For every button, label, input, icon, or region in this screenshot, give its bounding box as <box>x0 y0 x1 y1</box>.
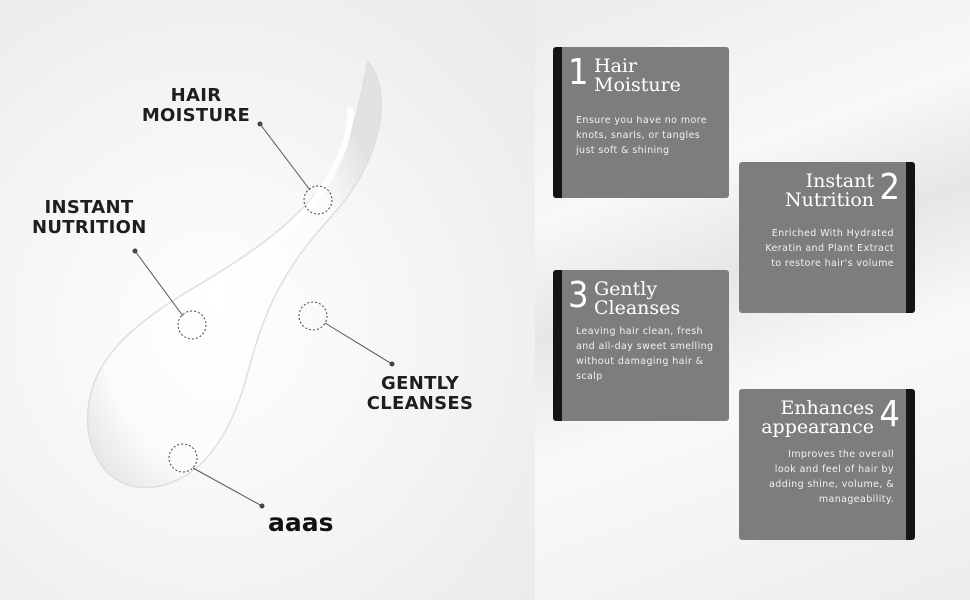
card-title-line: Cleanses <box>594 297 681 319</box>
card-number: 3 <box>568 275 589 316</box>
card-title-line: Moisture <box>594 74 681 96</box>
card-description-line: Leaving hair clean, fresh <box>576 326 703 337</box>
card-description-line: look and feel of hair by <box>774 464 894 475</box>
feature-card-enhances-appearance: 4 Enhances appearance Improves the overa… <box>739 389 915 540</box>
card-number: 2 <box>879 167 900 208</box>
card-description-line: manageability. <box>818 494 894 505</box>
callout-line: HAIR <box>170 85 222 106</box>
card-description-line: Enriched With Hydrated <box>771 228 894 239</box>
pointer-hair-moisture <box>257 121 333 215</box>
product-swatch-illustration <box>86 60 395 509</box>
callout-line: CLEANSES <box>366 393 474 414</box>
card-description-line: to restore hair's volume <box>771 258 894 269</box>
card-title-line: Enhances <box>780 397 874 419</box>
callout-gently-cleanses: GENTLY CLEANSES <box>366 374 474 414</box>
card-description-line: scalp <box>576 371 603 382</box>
card-title-line: Hair <box>594 55 638 77</box>
feature-card-gently-cleanses: 3 Gently Cleanses Leaving hair clean, fr… <box>553 270 729 421</box>
card-description-line: knots, snarls, or tangles <box>576 130 701 141</box>
card-description: Improves the overall look and feel of ha… <box>769 447 894 507</box>
card-title: Enhances appearance <box>761 399 874 437</box>
callout-instant-nutrition: INSTANT NUTRITION <box>32 198 146 238</box>
feature-card-instant-nutrition: 2 Instant Nutrition Enriched With Hydrat… <box>739 162 915 313</box>
card-description-line: Ensure you have no more <box>576 115 708 126</box>
feature-card-hair-moisture: 1 Hair Moisture Ensure you have no more … <box>553 47 729 198</box>
card-description-line: just soft & shining <box>576 145 670 156</box>
card-description-line: adding shine, volume, & <box>769 479 894 490</box>
callout-line: MOISTURE <box>141 105 251 126</box>
card-title: Gently Cleanses <box>594 280 680 318</box>
card-number: 4 <box>879 394 900 435</box>
callout-line: INSTANT <box>44 197 134 218</box>
pointer-instant-nutrition <box>132 248 207 340</box>
pointer-gently-cleanses <box>298 301 395 367</box>
card-description-line: Keratin and Plant Extract <box>765 243 894 254</box>
card-title: Hair Moisture <box>594 57 681 95</box>
card-title: Instant Nutrition <box>785 172 874 210</box>
card-description: Ensure you have no more knots, snarls, o… <box>576 113 707 158</box>
card-description-line: without damaging hair & <box>576 356 704 367</box>
card-description: Leaving hair clean, fresh and all-day sw… <box>576 324 714 384</box>
brand-name: aaas <box>268 508 334 537</box>
card-title-line: Gently <box>594 278 658 300</box>
drop-highlight <box>282 107 354 235</box>
card-title-line: Instant <box>805 170 874 192</box>
pointer-brand <box>168 443 265 509</box>
card-description-line: Improves the overall <box>788 449 894 460</box>
card-description-line: and all-day sweet smelling <box>576 341 714 352</box>
callout-hair-moisture: HAIR MOISTURE <box>140 86 252 126</box>
card-description: Enriched With Hydrated Keratin and Plant… <box>765 226 894 271</box>
card-title-line: Nutrition <box>784 189 874 211</box>
callout-line: NUTRITION <box>32 217 147 238</box>
card-number: 1 <box>568 52 589 93</box>
cream-drop-shape <box>86 60 382 489</box>
callout-line: GENTLY <box>381 373 459 394</box>
card-title-line: appearance <box>761 416 874 438</box>
